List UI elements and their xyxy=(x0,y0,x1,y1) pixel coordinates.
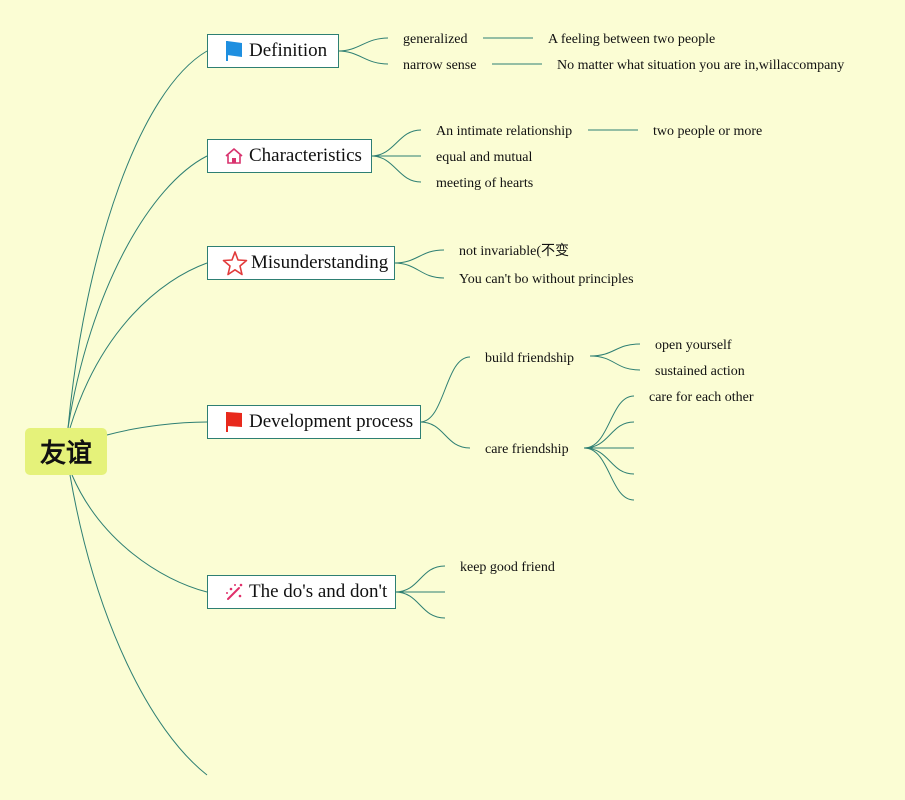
leaf-narrow-detail[interactable]: No matter what situation you are in,will… xyxy=(557,58,845,73)
root-label: 友谊 xyxy=(39,439,92,469)
leaf-intimate[interactable]: An intimate relationship xyxy=(436,124,573,139)
magic-wand-icon xyxy=(223,581,245,603)
leaf-open-yourself[interactable]: open yourself xyxy=(655,338,732,353)
topic-misunderstanding[interactable]: Misunderstanding xyxy=(207,246,395,280)
link-root-dos xyxy=(71,474,208,593)
leaf-meeting-hearts[interactable]: meeting of hearts xyxy=(436,176,534,191)
leaf-care-each-other[interactable]: care for each other xyxy=(649,390,754,405)
star-icon xyxy=(221,249,249,277)
topic-definition[interactable]: Definition xyxy=(207,34,339,68)
topic-misunderstanding-label: Misunderstanding xyxy=(251,252,389,273)
link-root-misunderstanding xyxy=(69,262,208,429)
leaf-keep-good-friend[interactable]: keep good friend xyxy=(460,560,555,575)
red-flag-icon xyxy=(223,411,245,433)
root-topic[interactable]: 友谊 xyxy=(25,428,107,475)
topic-characteristics[interactable]: Characteristics xyxy=(207,139,372,173)
leaf-narrow-sense[interactable]: narrow sense xyxy=(403,58,477,73)
topic-dos-label: The do's and don't xyxy=(249,581,388,602)
leaf-equal-mutual[interactable]: equal and mutual xyxy=(436,150,533,165)
leaf-sustained-action[interactable]: sustained action xyxy=(655,364,745,379)
leaf-build-friendship[interactable]: build friendship xyxy=(485,351,575,366)
topic-characteristics-label: Characteristics xyxy=(249,145,362,166)
house-icon xyxy=(223,145,245,167)
link-root-characteristics xyxy=(67,155,208,429)
blue-flag-icon xyxy=(223,40,245,62)
link-root-definition xyxy=(67,50,208,429)
leaf-intimate-detail[interactable]: two people or more xyxy=(653,124,763,139)
topic-development-label: Development process xyxy=(249,411,414,432)
link-root-development xyxy=(106,421,208,436)
leaf-generalized[interactable]: generalized xyxy=(403,32,468,47)
link-root-empty xyxy=(69,474,208,776)
topic-definition-label: Definition xyxy=(249,40,328,61)
leaf-principles[interactable]: You can't bo without principles xyxy=(459,272,634,287)
topic-dos-and-donts[interactable]: The do's and don't xyxy=(207,575,396,609)
leaf-not-invariable[interactable]: not invariable(不变 xyxy=(459,244,570,259)
topic-development-process[interactable]: Development process xyxy=(207,405,421,439)
leaf-care-friendship[interactable]: care friendship xyxy=(485,442,569,457)
leaf-generalized-detail[interactable]: A feeling between two people xyxy=(548,32,716,47)
